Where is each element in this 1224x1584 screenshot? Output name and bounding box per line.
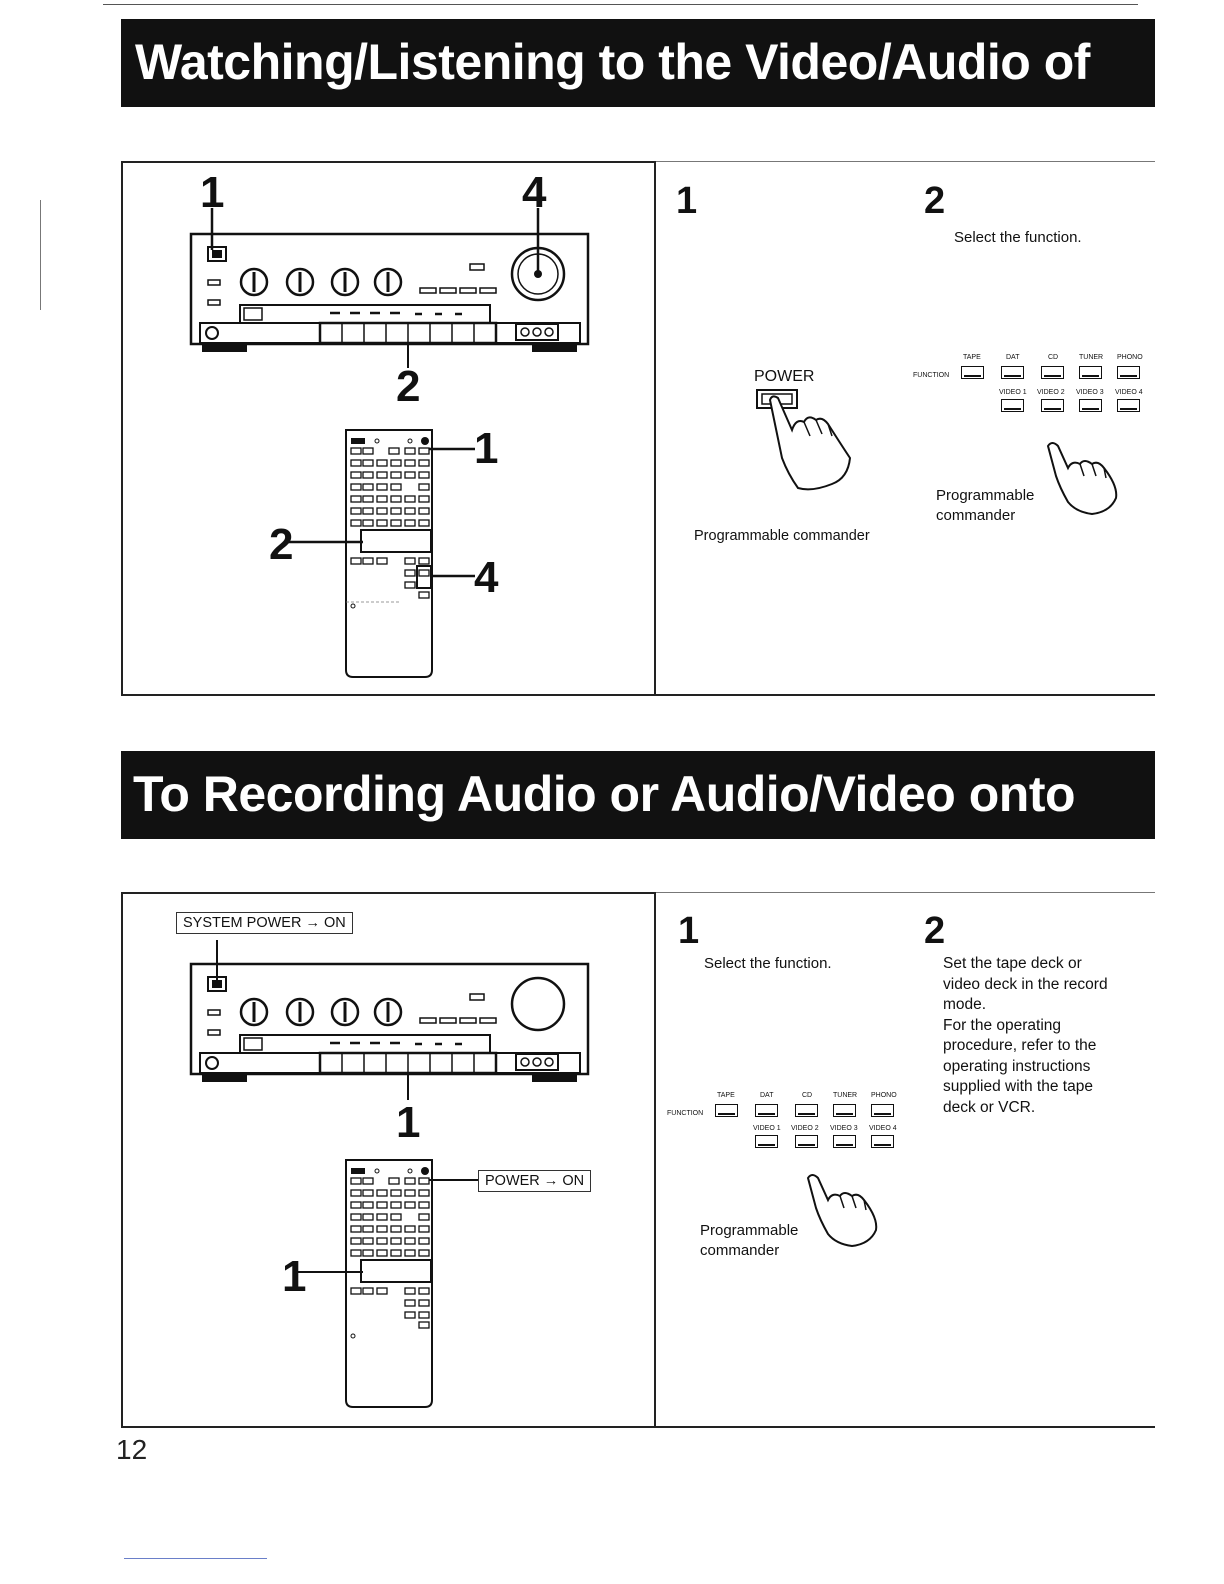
left-margin-mark <box>40 200 41 310</box>
system-power-on-label: SYSTEM POWER → ON <box>176 912 353 934</box>
video4-button[interactable] <box>1117 399 1140 412</box>
s2-step2-line: supplied with the tape <box>943 1078 1093 1095</box>
s1-step2-caption-line2: commander <box>936 507 1016 524</box>
fn-label-tuner: TUNER <box>1079 354 1104 361</box>
s2-step1-caption-line2: commander <box>700 1242 780 1259</box>
fn-label-cd-2: CD <box>802 1092 813 1099</box>
fn-label-dat: DAT <box>1006 354 1020 361</box>
callout-1-amp-s2: 1 <box>396 1098 421 1147</box>
video3-button-2[interactable] <box>833 1135 856 1148</box>
callout-2-amp: 2 <box>396 362 421 411</box>
fn-label-tape: TAPE <box>963 354 981 361</box>
section1-panel <box>121 161 1155 696</box>
tape-button[interactable] <box>961 366 984 379</box>
remote-control-illustration-2 <box>295 1159 479 1408</box>
s2-step1-caption-line1: Programmable <box>700 1222 799 1239</box>
callout-4-remote: 4 <box>474 553 499 602</box>
s2-step2-text: Set the tape deck or video deck in the r… <box>943 954 1143 1118</box>
fn-label-function: FUNCTION <box>913 372 950 379</box>
hand-pointer-icon-2 <box>806 1174 878 1248</box>
callout-4-amp: 4 <box>522 168 547 217</box>
fn-label-phono-2: PHONO <box>871 1092 897 1099</box>
s1-power-label: POWER <box>754 368 815 385</box>
video2-button[interactable] <box>1041 399 1064 412</box>
tape-button-2[interactable] <box>715 1104 738 1117</box>
video1-button[interactable] <box>1001 399 1024 412</box>
power-button-hand-icon <box>756 389 852 491</box>
fn-label-video2: VIDEO 2 <box>1037 389 1065 396</box>
video1-button-2[interactable] <box>755 1135 778 1148</box>
s2-step2-line: operating instructions <box>943 1057 1091 1075</box>
fn-label-video4: VIDEO 4 <box>1115 389 1143 396</box>
remote-control-illustration <box>285 429 475 678</box>
s1-step2-caption-line1: Programmable <box>936 487 1035 504</box>
fn-label-tape-2: TAPE <box>717 1092 735 1099</box>
callout-1-amp: 1 <box>200 168 225 217</box>
dat-button[interactable] <box>1001 366 1024 379</box>
fn-label-phono: PHONO <box>1117 354 1143 361</box>
power-on-label: POWER → ON <box>478 1170 592 1192</box>
s2-step2-line: For the operating <box>943 1016 1062 1034</box>
section1-title-bar: Watching/Listening to the Video/Audio of <box>121 19 1155 107</box>
phono-button-2[interactable] <box>871 1104 894 1117</box>
fn-label-video1: VIDEO 1 <box>999 389 1027 396</box>
video2-button-2[interactable] <box>795 1135 818 1148</box>
tuner-button-2[interactable] <box>833 1104 856 1117</box>
amplifier-illustration <box>189 208 590 368</box>
fn-label-video1-2: VIDEO 1 <box>753 1125 781 1132</box>
function-panel-2: TAPE DAT CD TUNER PHONO FUNCTION VIDEO 1… <box>667 1092 907 1152</box>
cd-button-2[interactable] <box>795 1104 818 1117</box>
fn-label-video3-2: VIDEO 3 <box>830 1125 858 1132</box>
s2-step1-number: 1 <box>678 910 700 952</box>
s2-step1-instruction: Select the function. <box>704 955 832 972</box>
video3-button[interactable] <box>1079 399 1102 412</box>
amplifier-illustration-2 <box>189 940 590 1100</box>
fn-label-function-2: FUNCTION <box>667 1110 704 1117</box>
dat-button-2[interactable] <box>755 1104 778 1117</box>
function-panel-1: TAPE DAT CD TUNER PHONO FUNCTION VIDEO 1… <box>913 354 1153 414</box>
bottom-rule <box>124 1558 267 1559</box>
section2-title-bar: To Recording Audio or Audio/Video onto <box>121 751 1155 839</box>
s2-step2-number: 2 <box>924 910 946 952</box>
fn-label-dat-2: DAT <box>760 1092 774 1099</box>
s2-step2-line: mode. <box>943 996 987 1013</box>
tuner-button[interactable] <box>1079 366 1102 379</box>
s2-step2-line: deck or VCR. <box>943 1098 1036 1116</box>
s1-step1-caption: Programmable commander <box>694 528 870 544</box>
section2-panel <box>121 892 1155 1428</box>
fn-label-video3: VIDEO 3 <box>1076 389 1104 396</box>
fn-label-cd: CD <box>1048 354 1059 361</box>
page-number: 12 <box>116 1434 148 1465</box>
top-rule <box>103 4 1138 5</box>
s1-step2-instruction: Select the function. <box>954 229 1082 246</box>
s1-step2-number: 2 <box>924 180 946 222</box>
section1-title: Watching/Listening to the Video/Audio of <box>135 34 1090 90</box>
hand-pointer-icon <box>1046 442 1118 516</box>
s2-step2-line: video deck in the record <box>943 975 1108 993</box>
section2-title: To Recording Audio or Audio/Video onto <box>133 766 1076 822</box>
callout-1-remote: 1 <box>474 424 499 473</box>
callout-1-remote-s2: 1 <box>282 1252 307 1301</box>
s2-step2-line: procedure, refer to the <box>943 1037 1097 1054</box>
fn-label-video4-2: VIDEO 4 <box>869 1125 897 1132</box>
s1-step1-number: 1 <box>676 180 698 222</box>
callout-2-remote: 2 <box>269 520 294 569</box>
fn-label-video2-2: VIDEO 2 <box>791 1125 819 1132</box>
cd-button[interactable] <box>1041 366 1064 379</box>
video4-button-2[interactable] <box>871 1135 894 1148</box>
s2-step2-line: Set the tape deck or <box>943 955 1082 972</box>
fn-label-tuner-2: TUNER <box>833 1092 858 1099</box>
phono-button[interactable] <box>1117 366 1140 379</box>
